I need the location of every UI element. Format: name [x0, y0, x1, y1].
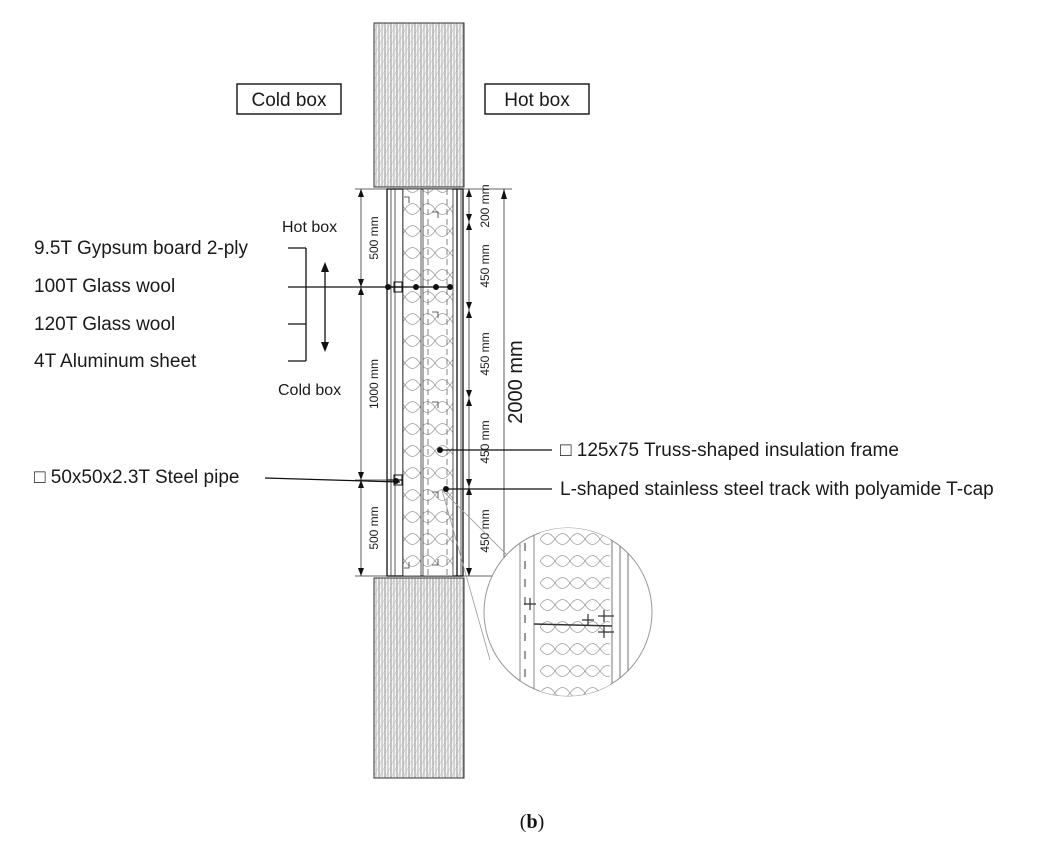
steel-pipe-leader: [264, 477, 401, 483]
dim-right-200: 200 mm: [478, 184, 492, 227]
wall-specimen: [386, 188, 464, 577]
masonry-block-top: [373, 22, 465, 188]
figure-caption: (b): [520, 811, 544, 833]
layer-gypsum-label: 9.5T Gypsum board 2-ply: [34, 238, 249, 259]
track-label: L-shaped stainless steel track with poly…: [560, 479, 994, 500]
dim-right-450-a: 450 mm: [478, 244, 492, 287]
dim-right-450-b: 450 mm: [478, 332, 492, 375]
layer-leader-bracket: [288, 247, 453, 362]
truss-frame-label: □ 125x75 Truss-shaped insulation frame: [560, 440, 899, 461]
hot-box-side-label: Hot box: [282, 219, 337, 236]
layer-aluminum-label: 4T Aluminum sheet: [34, 351, 197, 372]
dim-left-mid: 1000 mm: [367, 359, 381, 409]
right-dimension-chain: [463, 188, 512, 577]
dim-left-top: 500 mm: [367, 216, 381, 259]
cold-box-label: Cold box: [252, 90, 327, 111]
layer-glasswool-100-label: 100T Glass wool: [34, 276, 175, 297]
dim-total: 2000 mm: [505, 340, 527, 423]
dim-right-450-c: 450 mm: [478, 420, 492, 463]
layer-glasswool-120-label: 120T Glass wool: [34, 314, 175, 335]
cold-box-side-label: Cold box: [278, 382, 341, 399]
masonry-block-bottom: [373, 577, 465, 779]
dim-right-450-d: 450 mm: [478, 509, 492, 552]
hot-box-label: Hot box: [504, 90, 570, 111]
dim-left-bot: 500 mm: [367, 506, 381, 549]
steel-pipe-label: □ 50x50x2.3T Steel pipe: [34, 467, 239, 488]
detail-magnifier: [483, 527, 653, 697]
